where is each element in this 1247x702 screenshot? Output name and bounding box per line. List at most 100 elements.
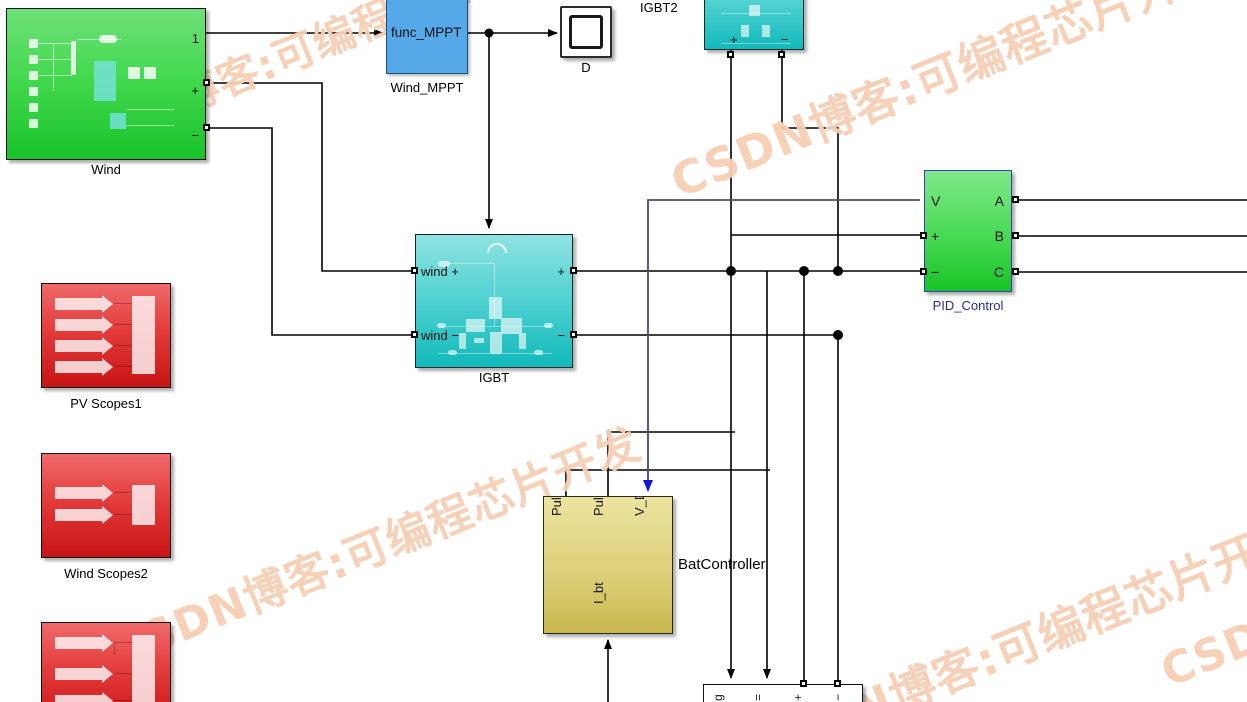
pid-output-b-label: B (994, 228, 1004, 244)
igbt-input-port-wind-minus[interactable] (411, 331, 418, 338)
wind-thumb-wire (126, 109, 174, 111)
scope-mux-icon (132, 296, 155, 374)
pid-input-minus-label: − (931, 264, 940, 280)
pid-output-port-a[interactable] (1012, 196, 1019, 203)
wind-thumb-glyph (29, 71, 38, 80)
wind-thumb-glyph (71, 41, 76, 75)
wind-thumb-glyph (29, 103, 38, 112)
igbt2-thumb-glyph (762, 25, 770, 37)
igbt-thumb-glyph (534, 350, 543, 355)
scope-thumb-wire (114, 324, 134, 326)
igbt-thumb-glyph (438, 261, 450, 267)
wind-thumb-glyph (29, 119, 38, 128)
igbt2-thumb-wire (721, 13, 791, 15)
block-label-scope-d: D (581, 60, 591, 75)
igbt2-thumb-glyph (741, 25, 749, 37)
block-label-wind-scopes2: Wind Scopes2 (64, 566, 148, 581)
wire-pulse1-route (565, 469, 770, 496)
wind-thumb-glyph (94, 61, 116, 101)
scope-thumb-wire (114, 643, 116, 655)
batcontroller-input-ibt-label: I_bt (591, 582, 606, 604)
block-batcontroller[interactable]: Pulse 1 Pulse 2 V_Dc I_bt (543, 496, 673, 634)
wind-output-port-plus[interactable] (203, 79, 210, 86)
igbt-thumb-glyph (466, 319, 485, 332)
pid-output-port-c[interactable] (1012, 268, 1019, 275)
scope-thumb-wire (114, 345, 134, 347)
scope-input-arrow-icon (55, 637, 102, 649)
block-pv-scopes1[interactable] (41, 283, 171, 388)
igbt-output-plus-label: + (557, 264, 565, 279)
block-igbt[interactable]: D wind + wind − + − (415, 234, 573, 368)
block-label-batcontroller: BatController (678, 556, 766, 573)
wind-thumb-glyph (110, 113, 126, 129)
igbt-output-minus-label: − (557, 328, 565, 343)
igbt-input-wind-plus-label: wind + (421, 264, 459, 279)
igbt-thumb-wire (438, 326, 552, 328)
igbt2-port-minus-label: − (781, 32, 789, 47)
igbt2-output-port-minus[interactable] (778, 51, 785, 58)
igbt-output-port-minus[interactable] (570, 331, 577, 338)
scope-input-arrow-icon (55, 695, 102, 702)
block-wind-scopes2[interactable] (41, 453, 171, 558)
scope-thumb-wire (114, 303, 134, 305)
pid-input-plus-label: + (931, 228, 940, 244)
pid-output-port-b[interactable] (1012, 232, 1019, 239)
pid-output-c-label: C (993, 264, 1004, 280)
block-battery[interactable]: g = + − (703, 684, 863, 702)
igbt-input-wind-minus-label: wind − (421, 328, 459, 343)
igbt-input-port-wind-plus[interactable] (411, 267, 418, 274)
igbt2-output-port-plus[interactable] (727, 51, 734, 58)
block-label-igbt2: IGBT2 (640, 0, 678, 15)
scope-screen-icon (569, 15, 603, 49)
scope-input-arrow-icon (55, 509, 102, 521)
scope-thumb-wire (114, 366, 134, 368)
block-label-pv-scopes1: PV Scopes1 (70, 396, 142, 411)
wind-thumb-wire (38, 75, 72, 77)
wind-output-port-minus[interactable] (203, 124, 210, 131)
scope-mux-icon (132, 485, 155, 525)
igbt-thumb-glyph (459, 333, 466, 349)
wind-thumb-wire (126, 125, 174, 127)
igbt-output-port-plus[interactable] (570, 267, 577, 274)
wind-thumb-glyph (29, 55, 38, 64)
pid-input-port-plus[interactable] (920, 232, 927, 239)
battery-input-dc-label: = (751, 693, 765, 701)
igbt-thumb-wire (438, 353, 552, 355)
pid-input-port-minus[interactable] (920, 268, 927, 275)
wind-mppt-function-name: func_MPPT (391, 25, 462, 40)
block-label-igbt: IGBT (478, 370, 510, 385)
watermark-4: CSDN博客:可编程芯片开发 (743, 507, 1247, 702)
batcontroller-input-pulse1-label: Pulse 1 (549, 497, 564, 516)
scope-input-arrow-icon (55, 361, 102, 373)
scope-thumb-wire (114, 514, 134, 516)
igbt-thumb-glyph (544, 323, 553, 328)
block-igbt2[interactable]: + − (704, 0, 804, 50)
block-scope-d[interactable] (560, 6, 612, 58)
battery-input-port-minus[interactable] (834, 680, 841, 687)
igbt2-port-plus-label: + (730, 32, 738, 47)
battery-input-port-plus[interactable] (800, 680, 807, 687)
scope-input-arrow-icon (55, 340, 102, 352)
wind-thumb-wire (77, 39, 121, 41)
wind-port-1-label: 1 (191, 31, 199, 46)
igbt-thumb-glyph (501, 318, 522, 334)
block-scopes3[interactable] (41, 622, 171, 702)
wind-port-minus-label: − (191, 128, 199, 143)
igbt-thumb-glyph (474, 338, 484, 343)
block-label-pid-control: PID_Control (932, 298, 1004, 313)
igbt-thumb-glyph (437, 323, 446, 328)
wind-thumb-glyph (128, 67, 140, 79)
block-wind-mppt[interactable]: func_MPPT (386, 0, 468, 74)
block-wind[interactable]: 1 + − (6, 8, 206, 160)
wire-igbt2-minus-down (781, 50, 839, 271)
wind-thumb-glyph (29, 87, 38, 96)
wire-pulse2-route (607, 431, 735, 496)
wire-wind-plus-to-igbt (210, 82, 411, 272)
igbt-top-port-glyph (487, 243, 507, 253)
wire-wind-minus-to-igbt (210, 127, 411, 336)
block-label-wind-mppt: Wind_MPPT (390, 80, 464, 95)
battery-input-g-label: g (711, 694, 725, 701)
igbt-thumb-glyph (489, 297, 502, 319)
block-pid-control[interactable]: V + − A B C (924, 170, 1012, 292)
